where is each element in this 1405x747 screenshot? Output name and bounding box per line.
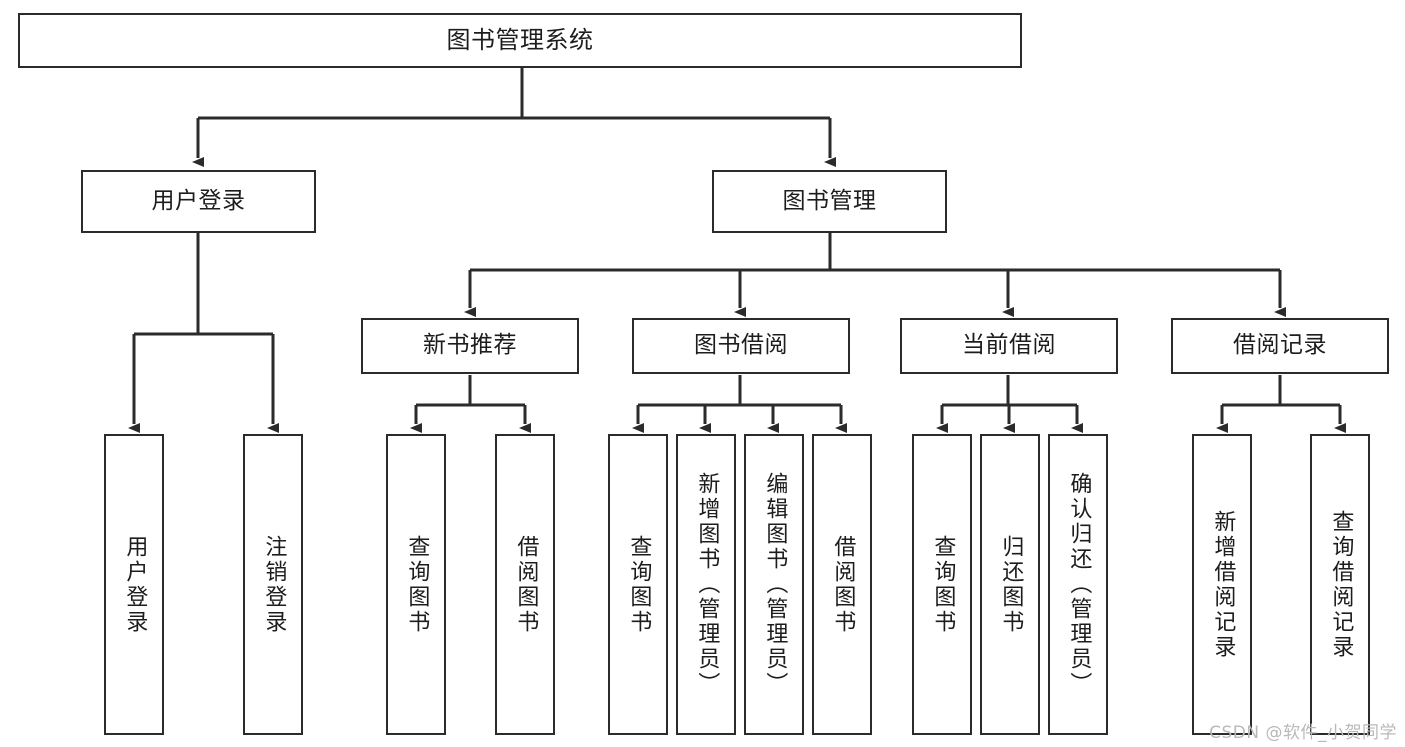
node-book-manage-label: 图书管理: [782, 187, 877, 214]
leaf-current-borrow-3[interactable]: 确认归还（管理员）: [1048, 434, 1108, 735]
leaf-new-book-1-label: 查询图书: [404, 534, 430, 635]
leaf-user-login-2[interactable]: 注销登录: [243, 434, 303, 735]
leaf-new-book-1[interactable]: 查询图书: [386, 434, 446, 735]
leaf-current-borrow-2[interactable]: 归还图书: [980, 434, 1040, 735]
watermark: CSDN @软件_小贺同学: [1209, 723, 1397, 743]
leaf-user-login-2-label: 注销登录: [261, 534, 287, 635]
node-current-borrow[interactable]: 当前借阅: [900, 318, 1118, 374]
leaf-current-borrow-3-label: 确认归还（管理员）: [1066, 472, 1092, 697]
leaf-book-borrow-1-label: 查询图书: [626, 534, 652, 635]
node-user-login-label: 用户登录: [151, 187, 246, 214]
leaf-book-borrow-4-label: 借阅图书: [830, 534, 856, 635]
node-borrow-record-label: 借阅记录: [1233, 332, 1327, 359]
node-new-book-recommend-label: 新书推荐: [423, 332, 517, 359]
leaf-borrow-record-1[interactable]: 新增借阅记录: [1192, 434, 1252, 735]
leaf-current-borrow-1[interactable]: 查询图书: [912, 434, 972, 735]
leaf-book-borrow-1[interactable]: 查询图书: [608, 434, 668, 735]
node-user-login[interactable]: 用户登录: [81, 170, 316, 233]
leaf-current-borrow-2-label: 归还图书: [998, 534, 1024, 635]
leaf-user-login-1-label: 用户登录: [122, 534, 148, 635]
leaf-new-book-2[interactable]: 借阅图书: [495, 434, 555, 735]
leaf-borrow-record-2-label: 查询借阅记录: [1328, 509, 1354, 660]
leaf-book-borrow-3-label: 编辑图书（管理员）: [762, 472, 788, 697]
leaf-new-book-2-label: 借阅图书: [513, 534, 539, 635]
leaf-book-borrow-3[interactable]: 编辑图书（管理员）: [744, 434, 804, 735]
node-book-manage[interactable]: 图书管理: [712, 170, 947, 233]
node-borrow-record[interactable]: 借阅记录: [1171, 318, 1389, 374]
node-current-borrow-label: 当前借阅: [962, 332, 1056, 359]
node-book-borrow-label: 图书借阅: [694, 332, 788, 359]
leaf-borrow-record-1-label: 新增借阅记录: [1210, 509, 1236, 660]
leaf-current-borrow-1-label: 查询图书: [930, 534, 956, 635]
leaf-book-borrow-2-label: 新增图书（管理员）: [694, 472, 720, 697]
leaf-book-borrow-2[interactable]: 新增图书（管理员）: [676, 434, 736, 735]
leaf-book-borrow-4[interactable]: 借阅图书: [812, 434, 872, 735]
node-root[interactable]: 图书管理系统: [18, 13, 1022, 68]
node-book-borrow[interactable]: 图书借阅: [632, 318, 850, 374]
node-new-book-recommend[interactable]: 新书推荐: [361, 318, 579, 374]
leaf-borrow-record-2[interactable]: 查询借阅记录: [1310, 434, 1370, 735]
leaf-user-login-1[interactable]: 用户登录: [104, 434, 164, 735]
node-root-label: 图书管理系统: [446, 26, 594, 55]
